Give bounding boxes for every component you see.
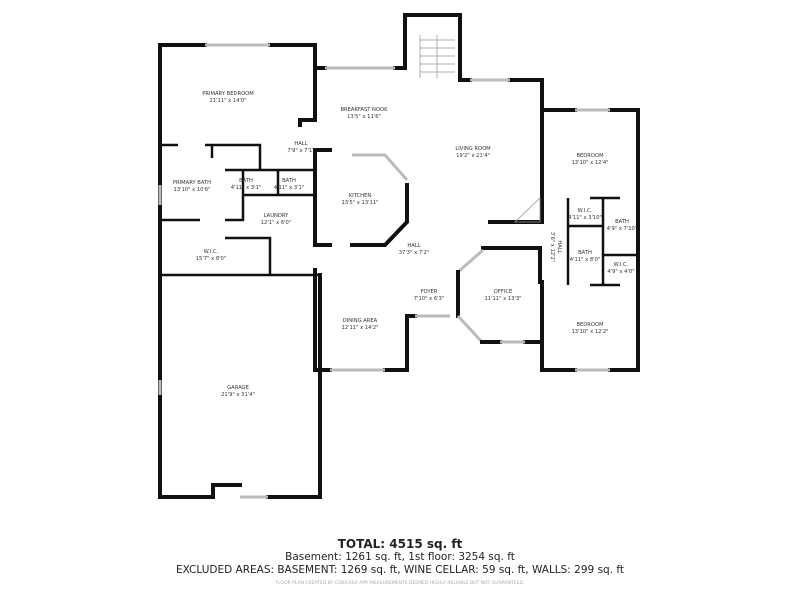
room-dims: 13'10" x 12'2" [571,329,609,335]
room-name: GARAGE [227,385,249,391]
room-name: BATH [282,178,296,184]
room-dims: 4'9" x 7'10" [606,226,638,232]
room-wic: W.I.C.4'11" x 3'10" [568,208,602,222]
room-name: KITCHEN [348,193,372,199]
room-dims: 4'11" x 8'0" [569,257,601,263]
room-dims: 12'1" x 6'0" [260,220,292,226]
room-wic: W.I.C.4'9" x 4'0" [607,262,634,276]
room-name: BATH [615,219,629,225]
total-area: TOTAL: 4515 sq. ft [337,537,463,551]
room-name: W.I.C. [613,262,629,268]
room-name: PRIMARY BATH [172,180,212,186]
room-dims: 15'7" x 8'0" [195,256,227,262]
room-name: LAUNDRY [263,213,289,219]
room-name: FOYER [420,289,438,295]
room-dims: 7'9" x 7'1" [287,148,315,154]
room-name: HALL [294,141,308,147]
room-dims: 7'10" x 6'3" [413,296,445,302]
room-dims: 37'3" x 7'2" [398,250,430,256]
room-name: W.I.C. [203,249,219,255]
exterior-walls [158,13,640,499]
room-name: PRIMARY BEDROOM [202,91,254,97]
room-dims: 13'5" x 13'11" [341,200,379,206]
room-wic: W.I.C.15'7" x 8'0" [196,249,227,263]
room-dims: 13'5" x 11'6" [347,114,381,120]
stairs-icon [419,35,541,223]
room-name: W.I.C. [577,208,593,214]
floor-areas: Basement: 1261 sq. ft, 1st floor: 3254 s… [285,551,515,563]
room-name: BEDROOM [576,322,604,328]
room-name: BATH [578,250,592,256]
room-dims: 4'9" x 4'0" [607,269,635,275]
room-dims: 3'6" x 12'2" [549,231,555,263]
disclaimer: FLOOR PLAN CREATED BY CUBICASA APP. MEAS… [275,581,525,586]
room-dims: 13'10" x 12'4" [571,160,609,166]
excluded-areas: EXCLUDED AREAS: BASEMENT: 1269 sq. ft, W… [175,564,625,576]
room-name: HALL [407,243,421,249]
room-name: LIVING ROOM [455,146,491,152]
room-dims: 21'9" x 31'4" [221,392,255,398]
room-dims: 4'11" x 3'1" [230,185,262,191]
room-name: HALL [556,240,562,254]
interior-walls [160,118,638,372]
room-dims: 19'2" x 21'4" [456,153,490,159]
room-name: BREAKFAST NOOK [340,107,388,113]
room-dims: 13'10" x 10'6" [173,187,211,193]
room-name: BATH [239,178,253,184]
room-dims: 11'11" x 13'3" [484,296,522,302]
room-dims: 4'11" x 3'10" [568,215,602,221]
windows [158,43,610,499]
room-name: BEDROOM [576,153,604,159]
room-name: OFFICE [493,289,513,295]
room-dims: 4'11" x 3'1" [273,185,305,191]
room-dims: 12'11" x 14'2" [341,325,379,331]
room-name: DINING AREA [342,318,378,324]
room-dims: 21'11" x 14'0" [209,98,247,104]
